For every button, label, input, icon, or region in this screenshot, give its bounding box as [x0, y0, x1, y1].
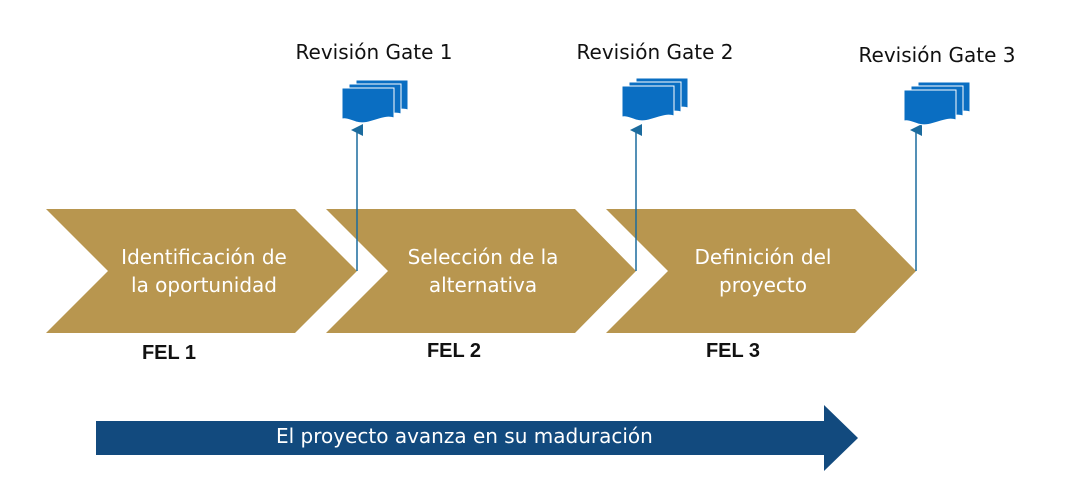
stage-text-1: Identificación de la oportunidad — [94, 243, 314, 299]
stage-text-1-line-2: la oportunidad — [131, 273, 277, 297]
stage-text-3-line-1: Definición del — [694, 245, 832, 269]
gate-label-1: Revisión Gate 1 — [295, 40, 453, 64]
stage-text-1-line-1: Identificación de — [121, 245, 287, 269]
stage-text-3-line-2: proyecto — [719, 273, 807, 297]
document-stack-icon — [903, 81, 971, 126]
gate-label-2: Revisión Gate 2 — [576, 40, 734, 64]
fel-label-3: FEL 3 — [705, 340, 761, 362]
gate-label-3: Revisión Gate 3 — [858, 43, 1016, 67]
stage-chevron-3 — [606, 209, 916, 333]
document-stack-icon — [621, 77, 689, 122]
stage-chevron-2 — [326, 209, 636, 333]
document-stack-icon — [341, 79, 409, 124]
fel-label-1: FEL 1 — [141, 342, 197, 364]
stage-text-3: Definición del proyecto — [653, 243, 873, 299]
stage-text-2: Selección de la alternativa — [373, 243, 593, 299]
progress-arrow-label: El proyecto avanza en su maduración — [276, 424, 653, 448]
progress-arrow — [96, 405, 858, 471]
stage-text-2-line-1: Selección de la — [407, 245, 559, 269]
fel-label-2: FEL 2 — [426, 340, 482, 362]
stage-chevron-1 — [46, 209, 357, 333]
stage-text-2-line-2: alternativa — [428, 273, 538, 297]
